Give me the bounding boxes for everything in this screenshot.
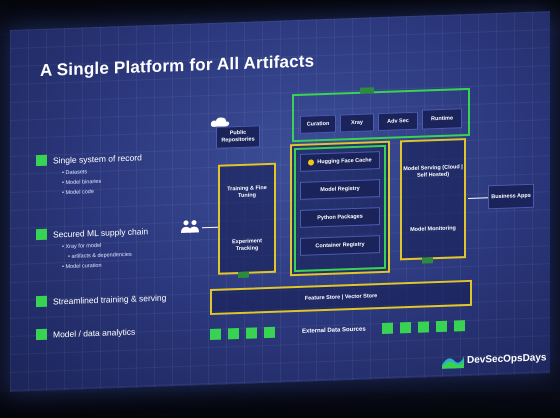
box-label: Adv Sec	[387, 117, 409, 125]
bullet-system-of-record: Single system of record	[36, 151, 142, 167]
serving-frame: Model Serving (Cloud | Self Hosted) Mode…	[400, 138, 466, 261]
green-square-icon	[36, 154, 47, 167]
box-label: Business Apps	[491, 192, 531, 200]
bullet-sublist: Datasets Model binaries Model code	[62, 167, 101, 198]
bullet-training-serving: Streamlined training & serving	[36, 292, 166, 308]
hugging-face-cache-box: Hugging Face Cache	[300, 151, 380, 172]
runtime-box: Runtime	[422, 108, 462, 130]
data-source-icon	[436, 320, 447, 333]
model-registry-box: Model Registry	[300, 179, 380, 200]
frame-tag	[422, 257, 433, 264]
frame-tag	[238, 271, 249, 279]
data-source-icon	[454, 320, 465, 332]
data-source-icon	[400, 321, 411, 334]
slide-title: A Single Platform for All Artifacts	[40, 51, 315, 80]
experiment-label: Experiment Tracking	[232, 237, 262, 252]
green-square-icon	[36, 328, 47, 341]
monitoring-label: Model Monitoring	[410, 225, 456, 234]
devsecopsdays-logo: DevSecOpsDays	[442, 349, 547, 369]
container-registry-box: Container Registry	[300, 235, 380, 256]
training-frame: Training & Fine Tuning Experiment Tracki…	[218, 162, 276, 275]
arrow-to-training	[202, 226, 218, 229]
adv-sec-box: Adv Sec	[378, 111, 418, 132]
green-square-icon	[36, 228, 47, 241]
data-source-icon	[228, 328, 239, 340]
hugging-face-icon	[308, 159, 315, 166]
bullet-analytics: Model / data analytics	[36, 326, 136, 341]
curation-box: Curation	[300, 114, 336, 134]
box-label: Runtime	[431, 115, 453, 122]
bullet-label: Single system of record	[53, 151, 142, 165]
bullet-supply-chain: Secured ML supply chain	[36, 225, 149, 241]
bullet-label: Model / data analytics	[53, 326, 136, 339]
wave-logo-icon	[442, 356, 464, 369]
arrow-to-business	[468, 197, 488, 200]
python-packages-box: Python Packages	[300, 207, 380, 228]
box-label: Xray	[351, 119, 363, 126]
data-source-icon	[210, 328, 221, 341]
room-floor	[0, 392, 560, 418]
box-label: Hugging Face Cache	[317, 156, 372, 165]
serving-label: Model Serving (Cloud | Self Hosted)	[403, 163, 463, 179]
data-source-icon	[382, 322, 393, 335]
external-data-sources-label: External Data Sources	[302, 326, 366, 335]
feature-store-frame: Feature Store | Vector Store	[210, 279, 472, 316]
bullet-label: Streamlined training & serving	[53, 292, 167, 306]
box-label: Container Registry	[315, 241, 365, 249]
sub-item: Model curation	[62, 260, 132, 272]
data-source-icon	[246, 327, 257, 339]
xray-box: Xray	[340, 113, 374, 133]
data-source-icon	[418, 321, 429, 333]
feature-store-label: Feature Store | Vector Store	[304, 292, 378, 302]
business-apps-box: Business Apps	[488, 183, 534, 210]
people-icon	[180, 219, 200, 234]
cloud-icon	[210, 114, 230, 127]
projection-screen: A Single Platform for All Artifacts Sing…	[10, 11, 550, 392]
training-label: Training & Fine Tuning	[227, 184, 267, 199]
box-label: Python Packages	[317, 213, 363, 221]
bullet-sublist: Xray for model artifacts & dependencies …	[62, 240, 132, 272]
data-source-icon	[264, 326, 275, 339]
frame-tag	[360, 87, 374, 94]
public-repositories-box: Public Repositories	[216, 125, 260, 149]
bullet-label: Secured ML supply chain	[53, 225, 149, 239]
box-label: Public Repositories	[221, 129, 255, 144]
box-label: Model Registry	[320, 185, 360, 193]
box-label: Curation	[306, 120, 330, 128]
logo-text: DevSecOpsDays	[467, 351, 547, 366]
green-square-icon	[36, 295, 47, 308]
sub-item: Model code	[62, 187, 101, 198]
